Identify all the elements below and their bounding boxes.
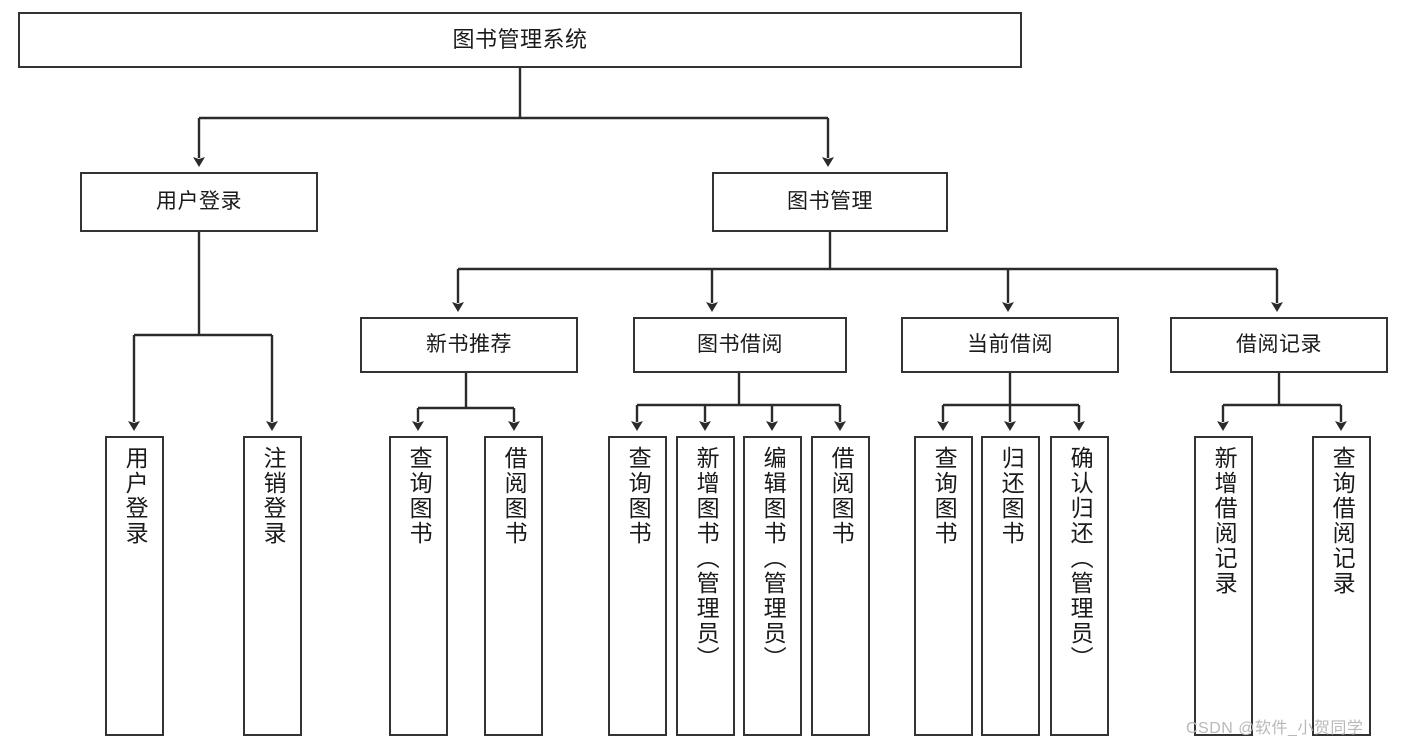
node-leaf-confirm-return[interactable]: 确认归还（管理员） <box>1050 436 1109 736</box>
edges-book-borrow-to-leaves <box>631 373 846 431</box>
node-user-login-label: 用户登录 <box>156 189 242 213</box>
node-leaf-borrow-book-rec[interactable]: 借阅图书 <box>484 436 543 736</box>
node-leaf-user-login-label: 用户登录 <box>122 446 149 546</box>
watermark: CSDN @软件_小贺同学 <box>1186 720 1364 737</box>
node-leaf-query-book-cur[interactable]: 查询图书 <box>914 436 973 736</box>
edges-current-borrow-to-leaves <box>937 373 1085 431</box>
edges-borrow-record-to-leaves <box>1217 373 1347 431</box>
node-leaf-query-book-cur-label: 查询图书 <box>931 446 958 546</box>
node-leaf-add-record-label: 新增借阅记录 <box>1211 446 1238 596</box>
node-leaf-query-book-borrow[interactable]: 查询图书 <box>608 436 667 736</box>
node-leaf-add-book-label: 新增图书（管理员） <box>693 446 720 671</box>
edges-user-login-to-leaves <box>128 232 278 431</box>
node-book-borrow-label: 图书借阅 <box>697 332 783 356</box>
node-current-borrow[interactable]: 当前借阅 <box>901 317 1119 373</box>
edges-root-to-level1 <box>193 68 834 167</box>
node-new-book-rec[interactable]: 新书推荐 <box>360 317 578 373</box>
node-book-manage[interactable]: 图书管理 <box>712 172 948 232</box>
edges-book-manage-to-level2 <box>452 232 1283 312</box>
node-book-manage-label: 图书管理 <box>787 189 873 213</box>
node-leaf-add-record[interactable]: 新增借阅记录 <box>1194 436 1253 736</box>
node-leaf-add-book[interactable]: 新增图书（管理员） <box>676 436 735 736</box>
edges-new-book-rec-to-leaves <box>412 373 520 431</box>
node-borrow-record[interactable]: 借阅记录 <box>1170 317 1388 373</box>
node-leaf-borrow-book-rec-label: 借阅图书 <box>501 446 528 546</box>
node-leaf-borrow-book-label: 借阅图书 <box>828 446 855 546</box>
node-leaf-query-book-borrow-label: 查询图书 <box>625 446 652 546</box>
node-leaf-user-login[interactable]: 用户登录 <box>105 436 164 736</box>
node-root-label: 图书管理系统 <box>452 27 588 53</box>
node-leaf-return-book-label: 归还图书 <box>998 446 1025 546</box>
node-leaf-query-book-rec-label: 查询图书 <box>406 446 433 546</box>
node-leaf-return-book[interactable]: 归还图书 <box>981 436 1040 736</box>
node-book-borrow[interactable]: 图书借阅 <box>633 317 847 373</box>
node-root[interactable]: 图书管理系统 <box>18 12 1022 68</box>
node-leaf-query-book-rec[interactable]: 查询图书 <box>389 436 448 736</box>
node-leaf-edit-book[interactable]: 编辑图书（管理员） <box>743 436 802 736</box>
node-leaf-edit-book-label: 编辑图书（管理员） <box>760 446 787 671</box>
node-leaf-query-record[interactable]: 查询借阅记录 <box>1312 436 1371 736</box>
node-leaf-confirm-return-label: 确认归还（管理员） <box>1067 446 1094 671</box>
node-current-borrow-label: 当前借阅 <box>967 332 1053 356</box>
node-user-login[interactable]: 用户登录 <box>80 172 318 232</box>
node-leaf-logout[interactable]: 注销登录 <box>243 436 302 736</box>
node-borrow-record-label: 借阅记录 <box>1236 332 1322 356</box>
node-leaf-borrow-book[interactable]: 借阅图书 <box>811 436 870 736</box>
node-new-book-rec-label: 新书推荐 <box>426 332 512 356</box>
node-leaf-query-record-label: 查询借阅记录 <box>1329 446 1356 596</box>
node-leaf-logout-label: 注销登录 <box>260 446 287 546</box>
